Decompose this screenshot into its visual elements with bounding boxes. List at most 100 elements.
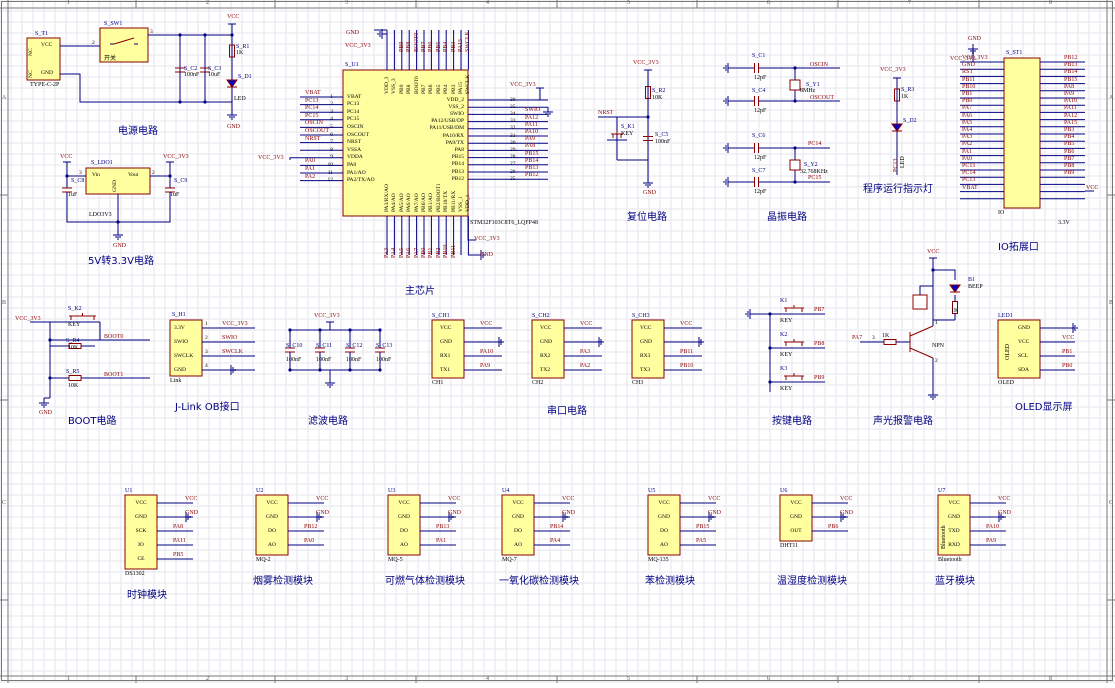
module-pin-name: DO bbox=[660, 528, 668, 534]
mcu-pin-name: PC13 bbox=[347, 101, 360, 108]
junction-dot bbox=[793, 146, 797, 150]
uart-net-label: VCC bbox=[580, 321, 593, 327]
cap-value: 10uF bbox=[208, 72, 221, 78]
crystal-8mhz bbox=[789, 79, 801, 91]
buzzer-value: BEEP bbox=[968, 284, 983, 290]
jlink-pin-name: SWIO bbox=[174, 339, 189, 345]
vcc-net-label: VCC bbox=[60, 154, 73, 160]
key-designator: K2 bbox=[780, 332, 788, 338]
module-net-label: GND bbox=[185, 510, 198, 516]
mcu-pin-number: 12 bbox=[327, 177, 334, 184]
module-net-label: VCC bbox=[316, 496, 329, 502]
module-designator: U7 bbox=[938, 488, 946, 494]
mcu-pin-name: VSSA bbox=[347, 146, 362, 153]
jlink-pin-name: GND bbox=[174, 367, 186, 373]
led-value: LED bbox=[234, 96, 246, 102]
mcu-net-label: PA5 bbox=[398, 247, 405, 258]
pc13-net-label: PC13 bbox=[893, 158, 899, 172]
mcu-part: STM32F103C8T6_LQFP48 bbox=[470, 220, 539, 226]
resistor-body bbox=[883, 339, 897, 345]
mcu-pin-name: SWCLK bbox=[465, 74, 472, 94]
cap-designator: S_C12 bbox=[346, 343, 363, 349]
uart-module-2 bbox=[531, 319, 565, 379]
mcu-pin-name: PB0/AO bbox=[421, 193, 427, 212]
res-value: 1K bbox=[882, 333, 890, 339]
io-net-label: RST bbox=[962, 69, 974, 76]
uart-pin-name: GND bbox=[640, 339, 652, 345]
pc14-net-label: PC14 bbox=[808, 141, 822, 147]
io-net-label: PA8 bbox=[1064, 83, 1075, 90]
junction-dot bbox=[48, 338, 52, 342]
mcu-net-label: PA7 bbox=[413, 247, 420, 258]
cap-value: 12pF bbox=[754, 189, 767, 195]
cap-designator: S_C11 bbox=[316, 343, 333, 349]
mcu-pin-name: VDD_1 bbox=[465, 194, 472, 212]
typec-nc-pin: NC bbox=[28, 70, 34, 78]
res-designator: S_R2 bbox=[652, 88, 666, 94]
io-net-label: PA0 bbox=[962, 155, 973, 162]
uart-net-label: PB11 bbox=[680, 349, 694, 355]
cap-value: 100nF bbox=[316, 357, 332, 363]
mcu-net-label: PB0 bbox=[421, 247, 427, 258]
mcu-pin-name: VDD_3 bbox=[384, 76, 390, 94]
mcu-pin-name: PB13 bbox=[451, 168, 464, 175]
io-net-label: PB12 bbox=[1064, 55, 1078, 61]
io-net-label: PA11 bbox=[1064, 105, 1077, 112]
section-caption-buzzer: 声光报警电路 bbox=[873, 416, 933, 427]
mcu-pin-name: VSS_2 bbox=[448, 103, 464, 110]
cap-value: 100nF bbox=[376, 357, 392, 363]
key-designator: K1 bbox=[780, 298, 788, 304]
mcu-net-label: PB4 bbox=[443, 41, 450, 52]
module-part: MQ-2 bbox=[256, 557, 271, 563]
gnd-net-label: GND bbox=[480, 252, 493, 258]
mcu-pin-number: 11 bbox=[327, 169, 333, 176]
module-pin-name: DO bbox=[400, 528, 408, 534]
mcu-pin-name: PB11/RX bbox=[450, 190, 457, 212]
oled-pin-name: SDA bbox=[1018, 367, 1030, 373]
mcu-pin-number: 25 bbox=[510, 175, 516, 182]
pin-number: 2 bbox=[152, 170, 155, 176]
module-pin-name: GND bbox=[512, 514, 524, 520]
vcc33-net-label: VCC_3V3 bbox=[880, 67, 906, 73]
mcu-pin-name: PB8 bbox=[406, 84, 413, 94]
cap-value: 12pF bbox=[754, 75, 767, 81]
frame-column-label: 6 bbox=[767, 0, 770, 6]
jlink-pin-name: 3.3V bbox=[174, 325, 185, 331]
module-net-label: PA5 bbox=[696, 538, 707, 544]
mcu-net-label: PA11 bbox=[525, 121, 538, 128]
res-value: 1K bbox=[236, 50, 244, 56]
mcu-net-label: SWCLK bbox=[465, 31, 472, 52]
io-net-label: PA1 bbox=[962, 148, 973, 155]
junction-dot bbox=[230, 33, 234, 37]
module-pin-name: AO bbox=[268, 542, 276, 548]
io-net-label: PA9 bbox=[1064, 91, 1075, 97]
module-pin-name: GND bbox=[948, 514, 960, 520]
module-pin-name: SCK bbox=[135, 528, 147, 534]
uart-module-1 bbox=[431, 319, 465, 379]
mcu-net-label: PB3 bbox=[450, 41, 457, 52]
cap-value: 1uF bbox=[68, 192, 78, 198]
mcu-net-label: PA15 bbox=[458, 38, 464, 52]
mcu-pin-number: 33 bbox=[510, 118, 516, 125]
mcu-pin-number: 8 bbox=[330, 146, 333, 153]
io-net-label: PB4 bbox=[1064, 134, 1075, 141]
mcu-net-label: PA9 bbox=[525, 136, 536, 143]
ldo-part: LDO3V3 bbox=[89, 212, 112, 218]
pin-number: 1 bbox=[205, 321, 208, 327]
mcu-net-label: BOOT0 bbox=[413, 32, 420, 52]
io-net-label: PA4 bbox=[962, 127, 973, 133]
uart-pin-name: GND bbox=[540, 339, 552, 345]
mcu-pin-number: 5 bbox=[330, 123, 333, 130]
module-pin-name: AO bbox=[400, 542, 408, 548]
mcu-pin-number: 3 bbox=[330, 108, 333, 115]
frame-column-label: 8 bbox=[1049, 676, 1052, 682]
wire bbox=[919, 285, 933, 295]
jlink-header bbox=[169, 319, 203, 377]
switch-value: 开关 bbox=[104, 56, 117, 62]
section-caption-module: 苯检测模块 bbox=[645, 576, 695, 587]
module-pin-name: CE bbox=[137, 556, 145, 562]
mcu-pin-number: 35 bbox=[510, 103, 516, 110]
module-pin-name: VCC bbox=[948, 500, 960, 506]
io-net-label: PB9 bbox=[1064, 170, 1075, 177]
led-triangle bbox=[891, 123, 903, 132]
